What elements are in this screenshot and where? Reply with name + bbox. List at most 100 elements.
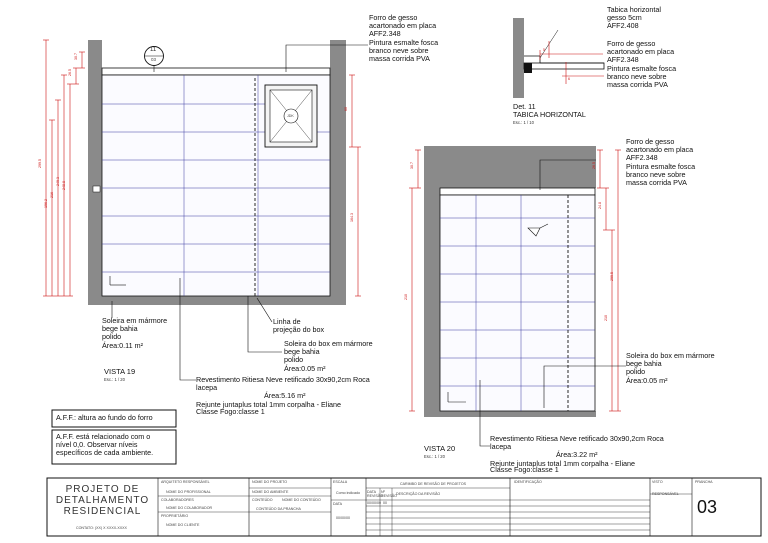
note-line: bege bahia <box>284 347 320 357</box>
note-line: nível 0,0. Observar níveis <box>56 440 138 450</box>
vista19-switch <box>92 185 101 193</box>
rev-num-value: 00 <box>383 501 387 505</box>
vista20-ceiling-note: Forro de gesso acartonado em placa AFF2.… <box>626 137 696 188</box>
note-line: lacepa <box>490 442 512 452</box>
detail11-dim: 5 <box>543 48 545 52</box>
rev-date-value: 00/00/00 <box>367 501 381 505</box>
project-title-line: PROJETO DE <box>65 484 140 495</box>
dimension-label: 299.5 <box>610 271 614 281</box>
note-line: Pintura esmalte fosca <box>626 161 696 171</box>
vista19-marker-sheet: 03 <box>151 57 157 62</box>
vista19-window-label: JDK <box>287 114 294 118</box>
note-line: acartonado em placa <box>626 145 694 155</box>
note-line: Forro de gesso <box>607 39 656 48</box>
vista19-wall-right <box>330 40 346 305</box>
vista19-tile-grid <box>102 75 330 296</box>
note-line: massa corrida PVA <box>607 80 668 90</box>
detail11-title: Det. 11 <box>513 102 536 111</box>
dimension-label: 210 <box>604 314 608 321</box>
rev-date-label: DATA REVISÃO <box>367 490 383 499</box>
vista19-tile-note: Revestimento Ritiesa Neve retificado 30x… <box>196 375 370 409</box>
vista19-ceiling-leader <box>285 44 368 72</box>
legend-aff-box <box>51 409 177 428</box>
note-line: Soleira em mármore <box>102 316 168 325</box>
note-line: AFF2.408 <box>607 21 639 31</box>
note-line: massa corrida PVA <box>369 54 430 64</box>
vista20-tile-leader <box>479 380 490 447</box>
detail11-dim: 6 <box>568 77 570 81</box>
vista20-sill-leader <box>543 365 626 408</box>
dimension-label: 24.8 <box>598 202 602 209</box>
vista20-tile-note: Revestimento Ritiesa Neve retificado 30x… <box>490 434 664 468</box>
vista20-scale: Esc.: 1 / 20 <box>424 454 445 459</box>
note-line: Área:0.05 m² <box>284 363 326 373</box>
content-label: CONTEÚDO <box>252 498 273 502</box>
date-label: DATA <box>333 502 343 506</box>
rev-desc-label: DESCRIÇÃO DA REVISÃO <box>396 492 441 496</box>
responsible-value: NOME DO PROFISSIONAL <box>166 490 211 494</box>
note-line: Área:5.16 m² <box>264 391 306 401</box>
note-line: AFF2.348 <box>626 153 658 163</box>
note-line: branco neve sobre <box>369 45 429 55</box>
vista19-fire-class: Classe Fogo:classe 1 <box>196 407 265 416</box>
dimension-label: 164.3 <box>350 212 354 222</box>
dimension-label: 26.5 <box>592 162 596 169</box>
responsavel-label: RESPONSÁVEL <box>652 492 679 496</box>
vista19-scale: Esc.: 1 / 20 <box>104 377 125 382</box>
legend-level-note: A.F.F. está relacionado com o nível 0,0.… <box>56 432 153 458</box>
vista19-window-symbol <box>283 108 299 124</box>
collaborators-label: COLABORADORES <box>161 498 194 502</box>
owner-label: PROPRIETÁRIO <box>161 514 189 518</box>
date-value: 00/00/00 <box>336 516 350 520</box>
note-line: massa corrida PVA <box>626 178 687 188</box>
note-line: Soleira do box em mármore <box>284 339 373 348</box>
dimension-label: 248.8 <box>62 181 66 190</box>
vista20-tile-area <box>439 194 596 412</box>
vista20-ceiling <box>439 187 596 196</box>
detail11-wall <box>513 18 524 98</box>
vista19-tile-leader <box>179 278 196 381</box>
note-line: polido <box>284 355 304 365</box>
vista20-sill-note: Soleira do box em mármore bege bahia pol… <box>626 351 715 385</box>
note-line: projeção do box <box>273 325 325 335</box>
note-line: Área:0.05 m² <box>626 375 668 385</box>
detail11-scale: Esc.: 1 / 10 <box>513 120 534 125</box>
note-line: A.F.F. está relacionado com o <box>56 432 151 441</box>
note-line: AFF2.348 <box>369 29 401 39</box>
project-title-line: DETALHAMENTO <box>55 495 150 506</box>
detail11-drawing <box>513 18 605 98</box>
vista20-elevation <box>409 146 626 447</box>
vista20-dimension-lines <box>409 149 621 412</box>
rev-num-label: Nº REVISÃO <box>381 490 397 499</box>
project-title-line: RESIDENCIAL <box>63 506 142 517</box>
identification-label: IDENTIFICAÇÃO <box>514 480 542 484</box>
note-line: Área:0.11 m² <box>102 340 144 350</box>
content-value: NOME DO CONTEÚDO <box>282 498 321 502</box>
project-name-label: NOME DO PROJETO <box>252 480 288 484</box>
dimension-label: 210 <box>404 293 408 300</box>
detail11-subtitle: TABICA HORIZONTAL <box>513 110 586 119</box>
vista19-wall-left <box>88 40 102 305</box>
dimension-label: 30.7 <box>74 53 78 60</box>
note-line: Revestimento Ritiesa Neve retificado 30x… <box>196 375 370 384</box>
note-line: Forro de gesso <box>369 13 418 22</box>
note-line: Revestimento Ritiesa Neve retificado 30x… <box>490 434 664 443</box>
note-line: branco neve sobre <box>607 71 667 81</box>
collaborators-value: NOME DO COLABORADOR <box>166 506 213 510</box>
detail11-notes-a: Tabica horizontal gesso 5cm AFF2.408 <box>607 5 661 31</box>
note-line: Rejunte juntaplus total 1mm corpalha - E… <box>196 399 342 409</box>
dimension-label: 299.5 <box>38 159 42 168</box>
note-line: acartonado em placa <box>607 47 675 57</box>
note-line: Tabica horizontal <box>607 5 661 14</box>
vista20-ceiling-leader <box>539 159 596 190</box>
owner-value: NOME DO CLIENTE <box>166 523 200 527</box>
note-line: Pintura esmalte fosca <box>369 37 439 47</box>
scale-label: ESCALA <box>333 480 348 484</box>
vista19-title: VISTA 19 <box>104 367 136 376</box>
vista20-ceiling-slab <box>424 146 596 188</box>
vista20-shower-head <box>527 227 541 237</box>
vista20-wall-left <box>424 146 440 416</box>
note-line: Pintura esmalte fosca <box>607 63 677 73</box>
sheet-number: 03 <box>697 497 718 517</box>
detail11-tabica <box>524 63 532 73</box>
